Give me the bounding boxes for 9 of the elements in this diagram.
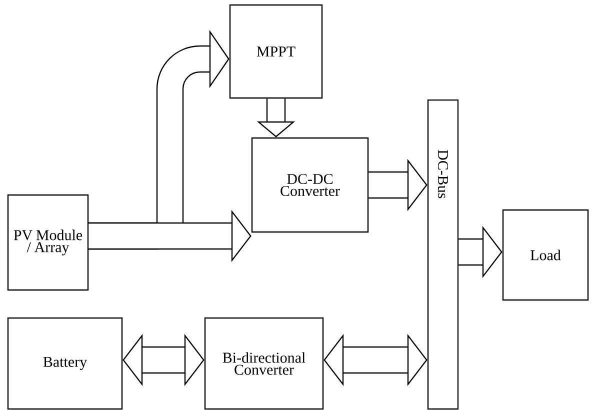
block-box: Bi-directional Converter	[204, 317, 324, 410]
bus-bar: DC-Bus	[427, 99, 459, 410]
block-box: PV Module / Array	[7, 194, 89, 291]
block-arrow	[324, 334, 428, 386]
block-box: Battery	[7, 317, 123, 410]
block-arrow	[122, 334, 204, 386]
block-box: MPPT	[229, 4, 323, 99]
block-box: Load	[502, 209, 589, 301]
block-box: DC-DC Converter	[251, 137, 369, 233]
